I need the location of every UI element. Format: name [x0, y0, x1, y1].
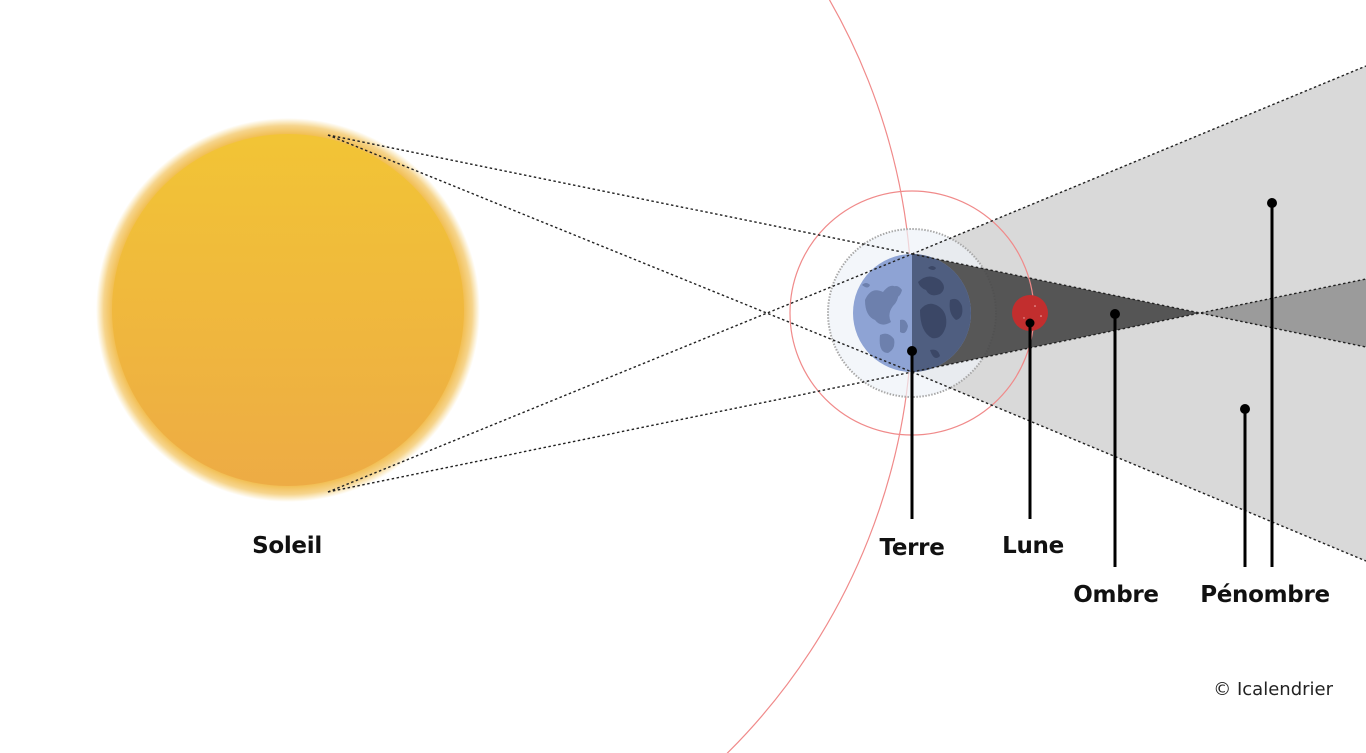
umbra-region	[912, 254, 1200, 372]
earth-night-side	[912, 254, 971, 372]
earth-continents	[862, 283, 908, 353]
sun-rays	[327, 65, 1366, 562]
moon-body	[1012, 295, 1048, 331]
label-moon: Lune	[1002, 533, 1064, 559]
label-umbra: Ombre	[1073, 582, 1159, 608]
dot-penumbra-upper	[1267, 198, 1277, 208]
dot-umbra	[1110, 309, 1120, 319]
penumbra-edge-top	[911, 65, 1366, 255]
antumbra-region	[1200, 279, 1366, 347]
pointer-dots	[907, 198, 1277, 414]
label-penumbra: Pénombre	[1200, 582, 1330, 608]
dot-penumbra-lower	[1240, 404, 1250, 414]
copyright-text: © Icalendrier	[1213, 679, 1333, 700]
moon	[1012, 295, 1048, 331]
ray-top-outer	[327, 134, 913, 255]
ray-bottom-inner	[327, 253, 913, 493]
ray-top-inner	[327, 134, 913, 373]
sun	[96, 118, 480, 502]
dot-earth	[907, 346, 917, 356]
umbra-edge-bottom	[911, 278, 1366, 373]
penumbra-edge-bottom	[911, 371, 1366, 562]
sun-body	[112, 134, 464, 486]
umbra-edge-top	[911, 253, 1366, 348]
label-earth: Terre	[879, 535, 945, 561]
pointers	[910, 203, 1274, 567]
earth	[853, 254, 971, 372]
dot-moon	[1025, 318, 1035, 328]
label-sun: Soleil	[252, 533, 322, 559]
ray-bottom-outer	[327, 371, 913, 493]
